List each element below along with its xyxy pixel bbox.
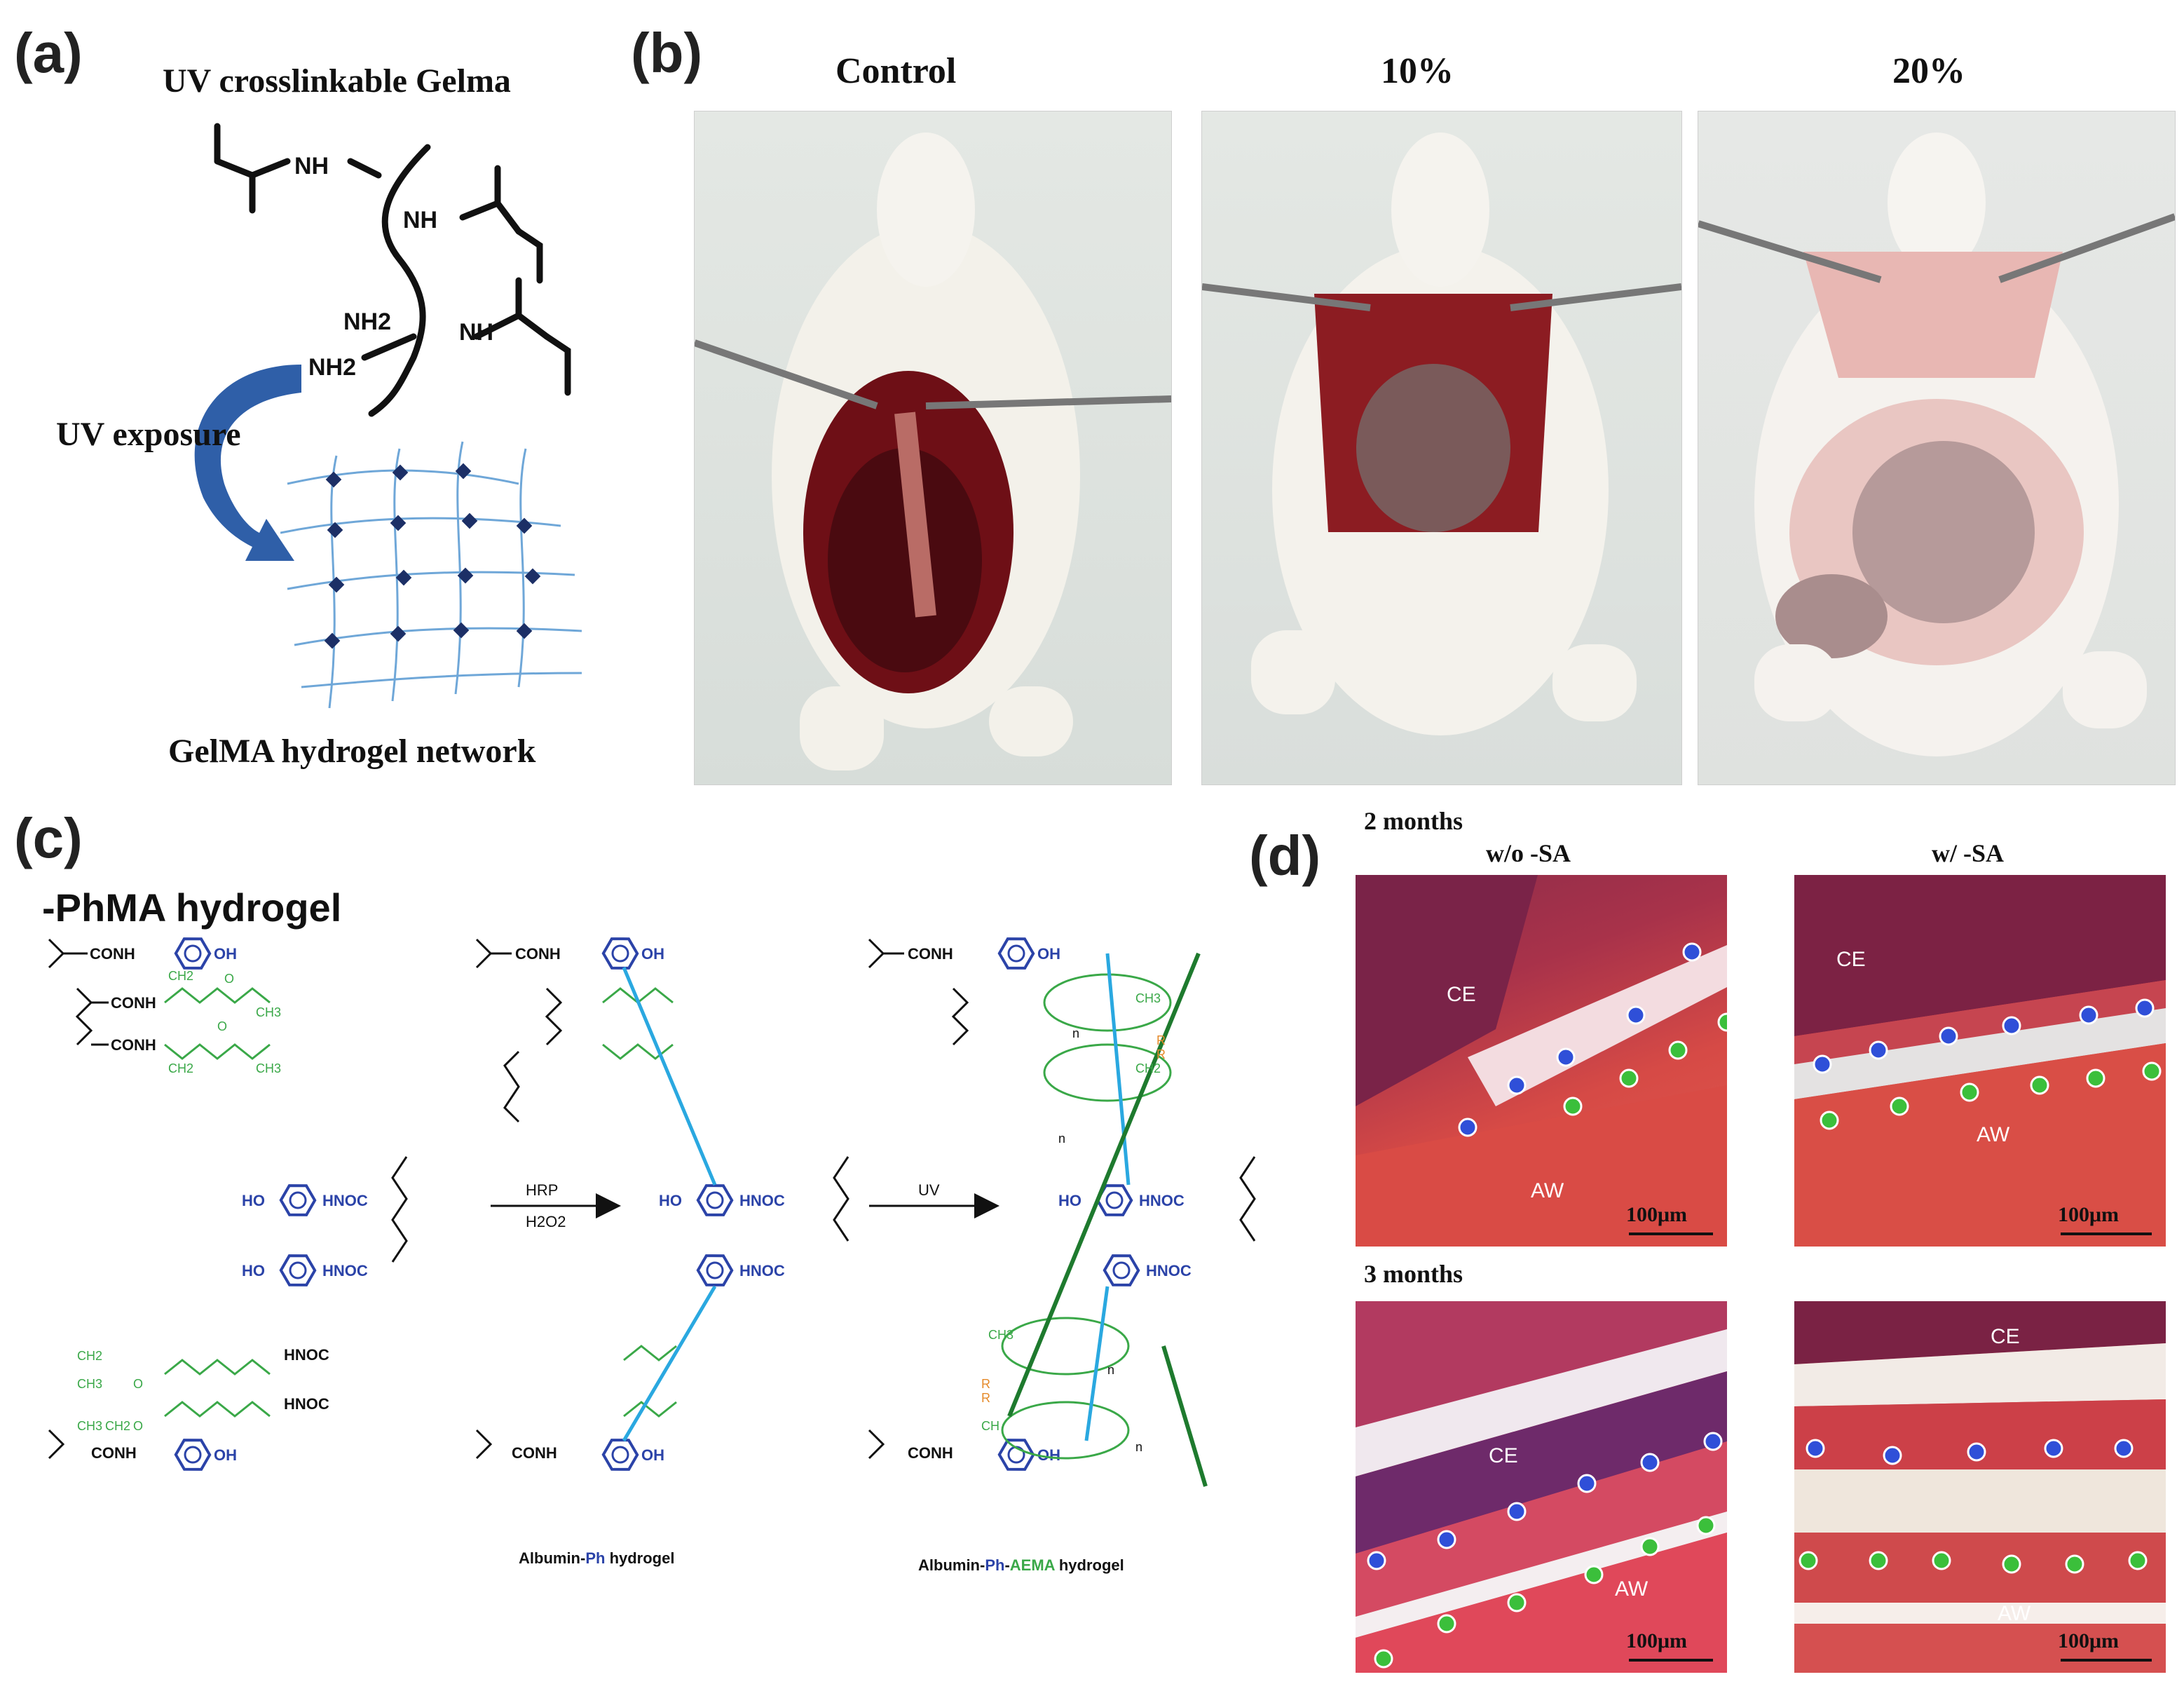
o-l4: O bbox=[133, 1419, 143, 1433]
ch3-l3: CH3 bbox=[77, 1377, 102, 1391]
ch2-l4: CH2 bbox=[105, 1419, 130, 1433]
ce-label-3: CE bbox=[1489, 1444, 1518, 1467]
nh-label-1: NH bbox=[294, 153, 329, 179]
nh-label-3: NH bbox=[459, 319, 493, 346]
gelma-structure-diagram: NH NH NH2 NH NH2 bbox=[214, 123, 571, 417]
scale-label-3: 100μm bbox=[1626, 1629, 1687, 1652]
ch-r1: CH bbox=[981, 1419, 999, 1433]
uv-arrow bbox=[194, 365, 301, 561]
n-label-2: n bbox=[1058, 1132, 1065, 1146]
ch3-r1: CH3 bbox=[1135, 991, 1161, 1005]
conh-2: CONH bbox=[111, 994, 156, 1012]
ch2-l3: CH2 bbox=[77, 1349, 102, 1363]
column-label-without-sa: w/o -SA bbox=[1486, 839, 1571, 867]
column-label-10pct: 10% bbox=[1381, 51, 1454, 91]
o-l1: O bbox=[224, 972, 234, 986]
rat-photo-control bbox=[694, 111, 1172, 785]
o-l2: O bbox=[217, 1019, 227, 1033]
uv-exposure-label: UV exposure bbox=[56, 416, 241, 453]
oh-m2: OH bbox=[641, 1446, 664, 1464]
hnoc-1: HNOC bbox=[322, 1192, 368, 1209]
panel-c-letter: (c) bbox=[14, 807, 83, 869]
conh-r2: CONH bbox=[908, 1444, 953, 1462]
ch2-l2: CH2 bbox=[168, 1061, 193, 1075]
histology-3mo-without-sa: CE AW 100μm bbox=[1356, 1301, 1727, 1673]
aw-label-2: AW bbox=[1977, 1123, 2010, 1146]
ch3-l2: CH3 bbox=[256, 1061, 281, 1075]
panel-c-title: -PhMA hydrogel bbox=[42, 885, 342, 930]
h2o2-label: H2O2 bbox=[526, 1213, 566, 1230]
scale-label-2: 100μm bbox=[2058, 1203, 2119, 1226]
nh2-label-1: NH2 bbox=[343, 308, 391, 335]
ch3-l1: CH3 bbox=[256, 1005, 281, 1019]
aw-label-4: AW bbox=[1998, 1602, 2031, 1625]
caption-albumin-ph: Albumin-Ph hydrogel bbox=[519, 1549, 674, 1567]
caption-albumin-ph-aema: Albumin-Ph-AEMA hydrogel bbox=[918, 1556, 1124, 1574]
conh-1-co: CONH bbox=[90, 945, 135, 963]
ce-label-1: CE bbox=[1447, 983, 1476, 1006]
conh-m1: CONH bbox=[515, 945, 561, 963]
nh2-label-2: NH2 bbox=[308, 354, 356, 381]
phma-reaction-scheme: CONH CONH CONH CONH OH OH CH2 CH3 O CH2 … bbox=[48, 930, 1256, 1574]
o-l3: O bbox=[133, 1377, 143, 1391]
ho-1: HO bbox=[242, 1192, 265, 1209]
gelma-network-label: GelMA hydrogel network bbox=[168, 733, 536, 770]
rat-photo-10pct bbox=[1201, 111, 1682, 785]
r-label-3: R bbox=[981, 1377, 990, 1391]
oh-m1: OH bbox=[641, 945, 664, 963]
ho-m1: HO bbox=[659, 1192, 682, 1209]
conh-4: CONH bbox=[91, 1444, 137, 1462]
ch3-l4: CH3 bbox=[77, 1419, 102, 1433]
conh-r1: CONH bbox=[908, 945, 953, 963]
oh-2: OH bbox=[214, 1446, 237, 1464]
r-label-1: R bbox=[1156, 1033, 1166, 1047]
n-label-3: n bbox=[1107, 1363, 1114, 1377]
hnoc-3: HNOC bbox=[284, 1346, 329, 1364]
ho-r1: HO bbox=[1058, 1192, 1081, 1209]
column-label-control: Control bbox=[835, 51, 957, 91]
panel-b-letter: (b) bbox=[631, 22, 703, 84]
oh-r2: OH bbox=[1037, 1446, 1060, 1464]
panel-d-letter: (d) bbox=[1249, 824, 1321, 887]
ch2-r1: CH2 bbox=[1135, 1061, 1161, 1075]
aw-label-3: AW bbox=[1615, 1577, 1649, 1601]
ho-2: HO bbox=[242, 1262, 265, 1279]
ce-label-2: CE bbox=[1836, 948, 1866, 971]
row-label-3-months: 3 months bbox=[1364, 1260, 1463, 1288]
histology-3mo-with-sa: CE AW 100μm bbox=[1794, 1301, 2166, 1673]
hrp-label: HRP bbox=[526, 1181, 558, 1199]
scale-label-1: 100μm bbox=[1626, 1203, 1687, 1226]
histology-2mo-without-sa: CE AW 100μm bbox=[1356, 875, 1727, 1247]
scale-label-4: 100μm bbox=[2058, 1629, 2119, 1652]
oh-1: OH bbox=[214, 945, 237, 963]
panel-a-title: UV crosslinkable Gelma bbox=[163, 62, 511, 100]
oh-r1: OH bbox=[1037, 945, 1060, 963]
n-label-1: n bbox=[1072, 1026, 1079, 1040]
r-label-2: R bbox=[1156, 1047, 1166, 1061]
ch2-l1: CH2 bbox=[168, 969, 193, 983]
row-label-2-months: 2 months bbox=[1364, 807, 1463, 835]
nh-label-2: NH bbox=[403, 207, 437, 233]
hnoc-2: HNOC bbox=[322, 1262, 368, 1279]
column-label-with-sa: w/ -SA bbox=[1932, 839, 2005, 867]
ce-label-4: CE bbox=[1991, 1325, 2020, 1348]
column-label-20pct: 20% bbox=[1892, 51, 1965, 91]
r-label-4: R bbox=[981, 1391, 990, 1405]
ch3-r2: CH3 bbox=[988, 1328, 1013, 1342]
hnoc-4: HNOC bbox=[284, 1395, 329, 1413]
hnoc-m1: HNOC bbox=[739, 1192, 785, 1209]
conh-m2: CONH bbox=[512, 1444, 557, 1462]
histology-2mo-with-sa: CE AW 100μm bbox=[1794, 875, 2166, 1247]
gelma-network-diagram bbox=[280, 441, 582, 709]
conh-3: CONH bbox=[111, 1036, 156, 1054]
hnoc-r1: HNOC bbox=[1139, 1192, 1185, 1209]
uv-reagent-label: UV bbox=[918, 1181, 940, 1199]
hnoc-m2: HNOC bbox=[739, 1262, 785, 1279]
panel-a-letter: (a) bbox=[14, 22, 83, 84]
hnoc-r2: HNOC bbox=[1146, 1262, 1192, 1279]
aw-label-1: AW bbox=[1531, 1179, 1564, 1202]
n-label-4: n bbox=[1135, 1440, 1142, 1454]
rat-photo-20pct bbox=[1698, 111, 2176, 785]
